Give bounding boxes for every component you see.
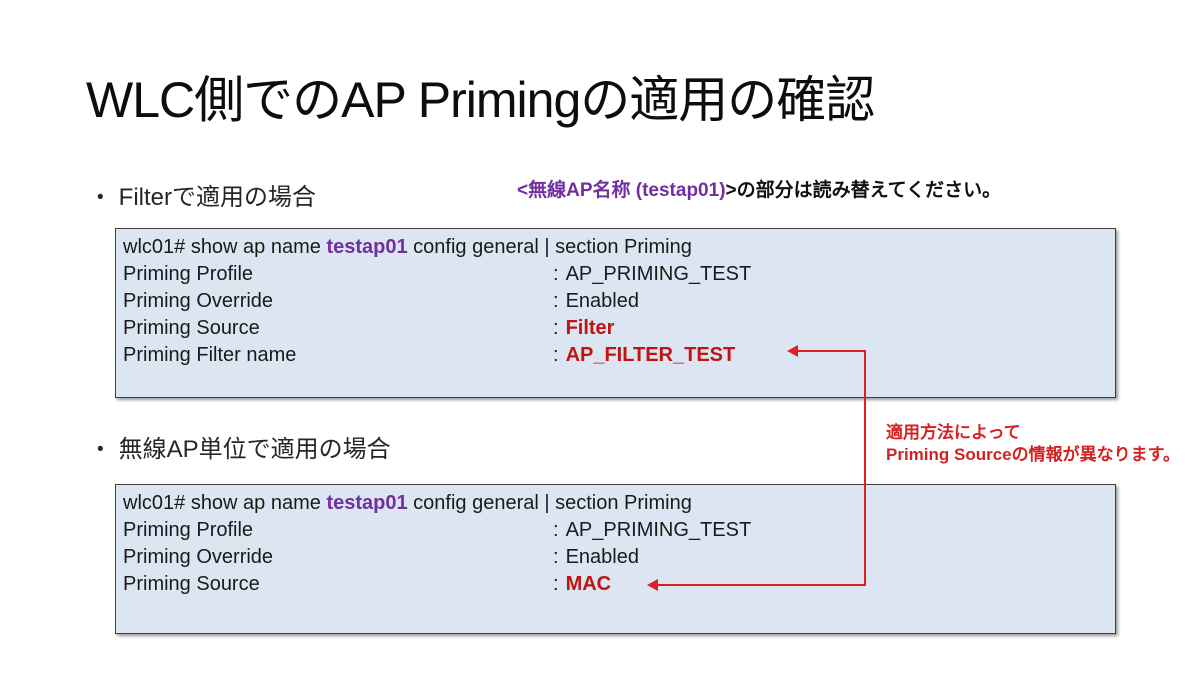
cli-output-row: Priming Override: Enabled: [123, 288, 1105, 315]
bullet-icon: •: [97, 439, 104, 460]
bullet-icon: •: [97, 187, 104, 208]
arrow-head-icon: [647, 579, 658, 591]
cli-output-row: Priming Source: MAC: [123, 571, 1105, 598]
row-value: Enabled: [565, 290, 639, 312]
cli-command-prefix: wlc01# show ap name: [123, 492, 327, 514]
cli-ap-name: testap01: [326, 236, 408, 258]
cli-output-row: Priming Profile: AP_PRIMING_TEST: [123, 261, 1105, 288]
row-separator: :: [553, 317, 559, 339]
row-label: Priming Profile: [123, 263, 254, 285]
cli-output-row: Priming Profile: AP_PRIMING_TEST: [123, 517, 1105, 544]
row-separator: :: [553, 519, 559, 541]
row-label: Priming Source: [123, 573, 260, 595]
priming-source-annotation: 適用方法によって Priming Sourceの情報が異なります。: [886, 422, 1180, 466]
row-label: Priming Override: [123, 546, 274, 568]
annotation-line-1: 適用方法によって: [886, 423, 1021, 442]
row-label: Priming Profile: [123, 519, 254, 541]
code-block-filter: wlc01# show ap name testap01 config gene…: [115, 228, 1116, 398]
arrow-line-bottom: [657, 584, 866, 586]
row-label: Priming Override: [123, 290, 274, 312]
row-value: AP_PRIMING_TEST: [565, 519, 752, 541]
cli-output-row: Priming Source: Filter: [123, 315, 1105, 342]
cli-command-line: wlc01# show ap name testap01 config gene…: [123, 490, 1105, 517]
code-block-per-ap: wlc01# show ap name testap01 config gene…: [115, 484, 1116, 634]
row-separator: :: [553, 290, 559, 312]
row-value-priming-source: MAC: [565, 573, 612, 595]
bullet-per-ap-case: • 無線AP単位で適用の場合: [97, 429, 391, 464]
row-label: Priming Source: [123, 317, 260, 339]
replace-note-rest: >の部分は読み替えてください。: [725, 180, 1002, 201]
row-value-priming-source: Filter: [565, 317, 615, 339]
cli-command-suffix: config general | section Priming: [407, 492, 692, 514]
cli-ap-name: testap01: [326, 492, 408, 514]
annotation-line-2: Priming Sourceの情報が異なります。: [886, 445, 1180, 464]
row-separator: :: [553, 573, 559, 595]
row-separator: :: [553, 263, 559, 285]
row-label: Priming Filter name: [123, 344, 297, 366]
bullet-filter-case: • Filterで適用の場合: [97, 177, 316, 212]
replace-note-highlight: <無線AP名称 (testap01): [517, 180, 726, 201]
arrow-head-icon: [787, 345, 798, 357]
row-value: Enabled: [565, 546, 639, 568]
row-value: AP_PRIMING_TEST: [565, 263, 752, 285]
cli-command-line: wlc01# show ap name testap01 config gene…: [123, 234, 1105, 261]
row-separator: :: [553, 546, 559, 568]
cli-output-row: Priming Override: Enabled: [123, 544, 1105, 571]
bullet-filter-case-label: Filterで適用の場合: [118, 184, 316, 211]
arrow-line-top: [797, 350, 866, 352]
cli-command-prefix: wlc01# show ap name: [123, 236, 327, 258]
replace-note: <無線AP名称 (testap01)>の部分は読み替えてください。: [517, 175, 1001, 202]
cli-command-suffix: config general | section Priming: [407, 236, 692, 258]
row-value-filter-name: AP_FILTER_TEST: [565, 344, 736, 366]
arrow-line-vertical: [864, 350, 866, 586]
page-title: WLC側でのAP Primingの適用の確認: [86, 72, 875, 128]
cli-output-row: Priming Filter name: AP_FILTER_TEST: [123, 342, 1105, 369]
row-separator: :: [553, 344, 559, 366]
bullet-per-ap-case-label: 無線AP単位で適用の場合: [118, 436, 391, 463]
